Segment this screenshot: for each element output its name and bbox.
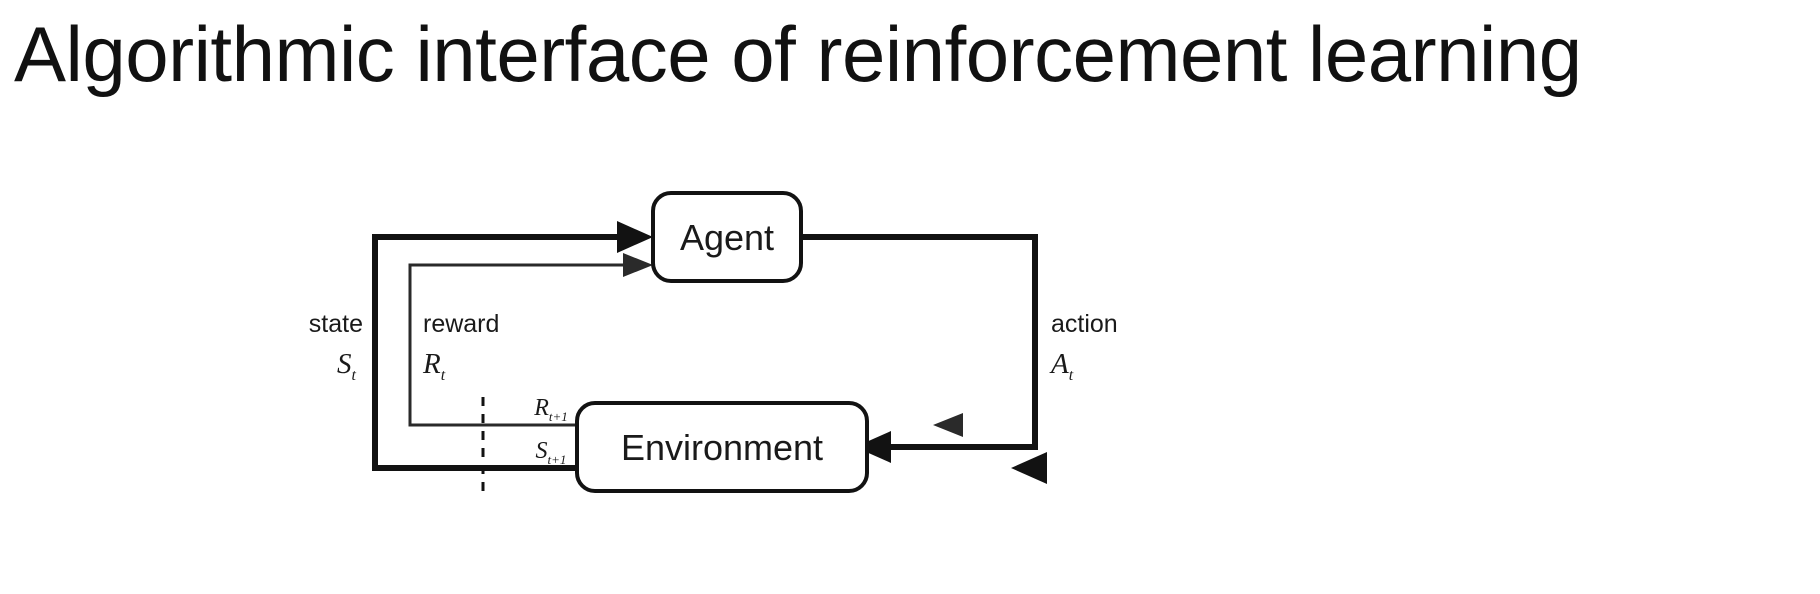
reward-symbol-label: Rt [422, 348, 446, 384]
edge-next-state [1011, 452, 1047, 484]
action-arrowhead-icon [855, 431, 891, 463]
action-symbol-label: At [1049, 348, 1074, 384]
edge-action-path [800, 234, 1038, 463]
edge-reward-path [408, 253, 653, 427]
next-state-arrowhead-icon [1011, 452, 1047, 484]
environment-node-box[interactable] [575, 401, 869, 493]
state-word-label: state [309, 310, 363, 338]
next-reward-symbol-label: Rt+1 [533, 395, 568, 424]
next-reward-symbol-subscript: t+1 [549, 409, 568, 424]
state-arrowhead-icon [617, 221, 653, 253]
state-symbol-base: S [337, 348, 352, 380]
page-title: Algorithmic interface of reinforcement l… [14, 10, 1582, 98]
action-word-label: action [1051, 310, 1118, 338]
next-state-symbol-label: St+1 [536, 438, 567, 467]
action-symbol-base: A [1049, 348, 1069, 380]
next-reward-symbol-base: R [533, 395, 549, 421]
reward-arrowhead-icon [623, 253, 653, 277]
environment-node-label: Environment [621, 427, 823, 468]
action-symbol-subscript: t [1069, 367, 1074, 384]
edge-next-reward [933, 413, 963, 437]
agent-environment-diagram-svg: Agent Environment state St reward Rt act… [309, 191, 1118, 493]
next-state-symbol-base: S [536, 438, 548, 464]
reward-symbol-subscript: t [441, 367, 446, 384]
rl-loop-diagram: Agent Environment state St reward Rt act… [255, 175, 1155, 515]
agent-node-box[interactable] [651, 191, 803, 283]
agent-node-label: Agent [680, 217, 774, 258]
state-symbol-subscript: t [352, 367, 357, 384]
next-reward-arrowhead-icon [933, 413, 963, 437]
reward-symbol-base: R [422, 348, 441, 380]
reward-word-label: reward [423, 310, 499, 338]
next-state-symbol-subscript: t+1 [548, 452, 567, 467]
edge-state-path [372, 221, 653, 471]
state-symbol-label: St [337, 348, 357, 384]
